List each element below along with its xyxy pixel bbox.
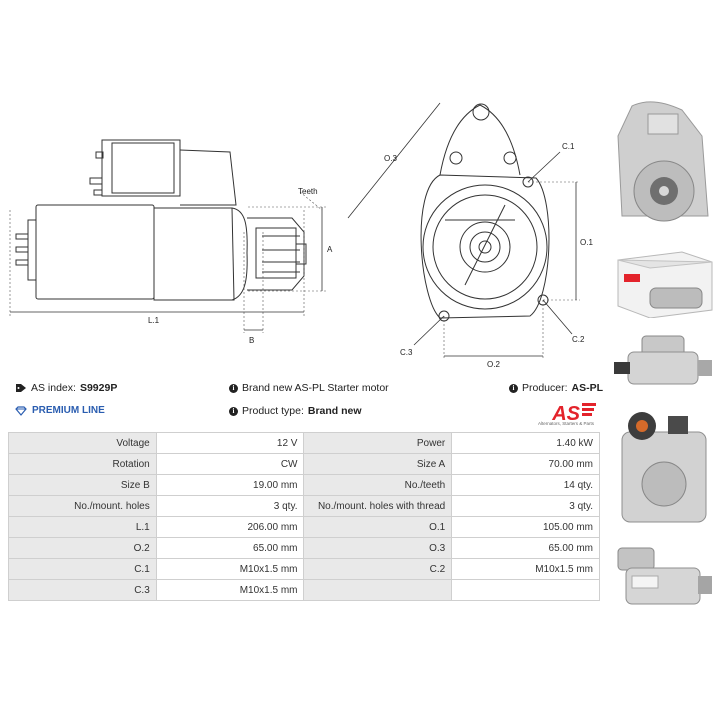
- label-l1: L.1: [148, 316, 160, 325]
- spec-value: 206.00 mm: [155, 516, 305, 538]
- spec-value: [451, 579, 600, 601]
- label-teeth: Teeth: [298, 187, 318, 196]
- technical-drawing: Teeth A B L.1 O.3 O.1 O.2 C.1 C.2 C.3: [9, 102, 593, 369]
- label-a: A: [327, 245, 333, 254]
- spec-value: 105.00 mm: [451, 516, 600, 538]
- label-c1: C.1: [562, 142, 575, 151]
- spec-label: No./teeth: [303, 474, 453, 496]
- producer-label: Producer:: [522, 382, 568, 394]
- as-index-value: S9929P: [79, 382, 118, 394]
- producer-value: AS-PL: [571, 382, 604, 394]
- product-type-row: i Product type: Brand new: [229, 405, 362, 417]
- photo-side-view-top: [614, 335, 712, 385]
- spec-label: No./mount. holes: [8, 495, 157, 517]
- spec-label: O.3: [303, 537, 453, 559]
- logo-text: AS: [551, 403, 580, 425]
- premium-line-text: PREMIUM LINE: [32, 405, 105, 416]
- product-type-value: Brand new: [307, 405, 362, 417]
- photo-rear-view: [621, 412, 707, 523]
- spec-value: 3 qty.: [155, 495, 305, 517]
- info-icon: i: [509, 383, 518, 393]
- label-o1: O.1: [580, 238, 593, 247]
- tag-icon: [16, 384, 26, 392]
- spec-label: Rotation: [8, 453, 157, 475]
- info-icon: i: [229, 383, 238, 393]
- as-index-label: AS index:: [31, 382, 76, 394]
- spec-label: C.1: [8, 558, 157, 580]
- spec-label: Size B: [8, 474, 157, 496]
- spec-value: 65.00 mm: [155, 537, 305, 559]
- spec-value: 70.00 mm: [451, 453, 600, 475]
- spec-label: Voltage: [8, 432, 157, 454]
- as-index-row: AS index: S9929P: [15, 382, 117, 394]
- spec-value: 19.00 mm: [155, 474, 305, 496]
- product-type-label: Product type:: [242, 405, 304, 417]
- premium-line-badge: PREMIUM LINE: [15, 405, 105, 416]
- spec-label: Size A: [303, 453, 453, 475]
- photo-boxed-product: [617, 251, 713, 318]
- label-o2: O.2: [487, 360, 500, 369]
- logo-tagline: Alternators, Starters & Parts: [537, 421, 595, 426]
- spec-label: O.2: [8, 537, 157, 559]
- spec-label: No./mount. holes with thread: [303, 495, 453, 517]
- spec-value: 65.00 mm: [451, 537, 600, 559]
- spec-value: 14 qty.: [451, 474, 600, 496]
- label-o3: O.3: [384, 154, 397, 163]
- spec-label: Power: [303, 432, 453, 454]
- spec-value: M10x1.5 mm: [155, 579, 305, 601]
- spec-label: [303, 579, 453, 601]
- producer-row: i Producer: AS-PL: [509, 382, 603, 394]
- label-b: B: [249, 336, 254, 345]
- description-text: Brand new AS-PL Starter motor: [242, 382, 389, 394]
- spec-value: 3 qty.: [451, 495, 600, 517]
- info-icon: i: [229, 406, 238, 416]
- spec-value: CW: [155, 453, 305, 475]
- photo-side-view-bottom: [617, 547, 712, 605]
- label-c3: C.3: [400, 348, 413, 357]
- spec-value: M10x1.5 mm: [451, 558, 600, 580]
- spec-label: L.1: [8, 516, 157, 538]
- diamond-icon: [15, 405, 27, 416]
- spec-value: 12 V: [155, 432, 305, 454]
- description-row: i Brand new AS-PL Starter motor: [229, 382, 389, 394]
- label-c2: C.2: [572, 335, 585, 344]
- spec-label: O.1: [303, 516, 453, 538]
- photo-front-view: [617, 101, 709, 222]
- as-pl-logo: AS: [551, 403, 596, 425]
- spec-value: M10x1.5 mm: [155, 558, 305, 580]
- spec-value: 1.40 kW: [451, 432, 600, 454]
- spec-label: C.2: [303, 558, 453, 580]
- spec-label: C.3: [8, 579, 157, 601]
